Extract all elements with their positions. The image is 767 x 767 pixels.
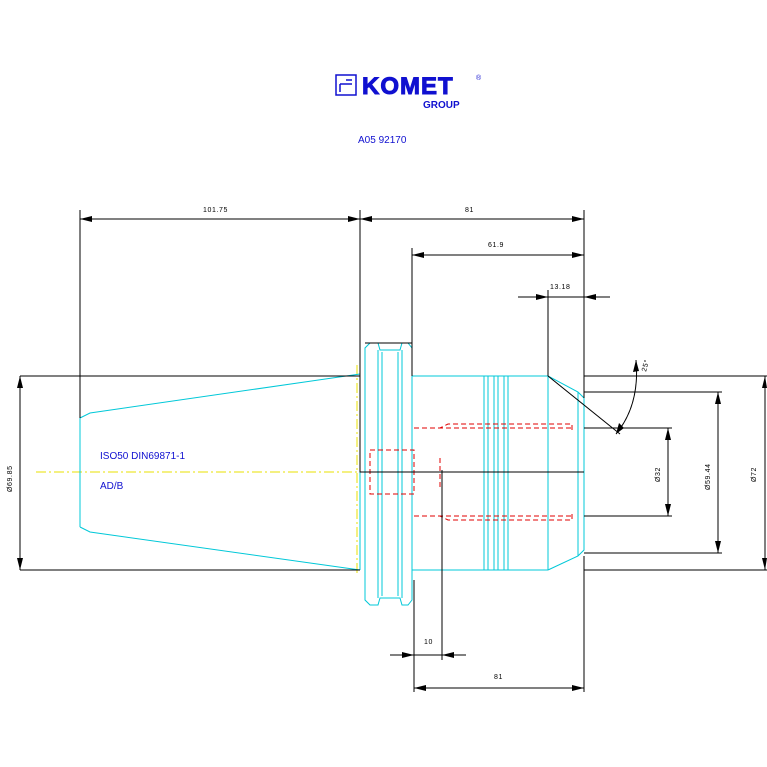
arrowheads [17, 216, 767, 691]
arrow [715, 541, 721, 553]
form-label: AD/B [100, 481, 124, 492]
arrow [412, 252, 424, 258]
arrow [17, 558, 23, 570]
arrow [665, 428, 671, 440]
bore-step-top [414, 423, 573, 432]
dim-taper-length: 101.75 [203, 207, 228, 214]
body-black-outline [20, 375, 584, 473]
taper-top [79, 373, 361, 419]
part-outline [79, 342, 585, 606]
komet-logo-icon [335, 74, 357, 96]
body-nose [547, 375, 585, 571]
arrow [414, 685, 426, 691]
dim-flange-diameter: Ø69.85 [7, 465, 14, 492]
arrow [633, 360, 639, 372]
arrow [442, 652, 454, 658]
arrow [762, 558, 767, 570]
arrow [584, 294, 596, 300]
dim-chamfer-angle: 25° [640, 358, 651, 372]
dim-total-length: 81 [465, 207, 474, 214]
dim-bore-depth: 61.9 [488, 242, 504, 249]
registered-mark: ® [476, 74, 482, 82]
bore-step-bottom [414, 512, 573, 521]
chamfer-angle-ref [547, 375, 621, 435]
arrow [572, 685, 584, 691]
dim-inner-diameter: Ø59.44 [705, 463, 712, 490]
arrow [17, 376, 23, 388]
arrow [572, 216, 584, 222]
arrow [665, 504, 671, 516]
dim-outer-diameter: Ø72 [751, 467, 758, 482]
brand-name: KOMET [362, 73, 454, 100]
dim-offset: 10 [424, 639, 433, 646]
arrow [360, 216, 372, 222]
arrow [80, 216, 92, 222]
komet-logo: KOMET ® GROUP [335, 73, 482, 111]
arrow [572, 252, 584, 258]
dim-bore-diameter: Ø32 [655, 467, 662, 482]
brand-sub: GROUP [423, 100, 460, 111]
arrow [536, 294, 548, 300]
flange-outline [364, 342, 413, 606]
dim-chamfer-length: 13.18 [550, 284, 571, 291]
dim-bottom-length: 81 [494, 674, 503, 681]
part-number: A05 92170 [358, 135, 407, 146]
arrow [715, 392, 721, 404]
arrow [348, 216, 360, 222]
arrow [616, 423, 624, 434]
standard-label: ISO50 DIN69871-1 [100, 451, 185, 462]
arrow [762, 376, 767, 388]
arrow [402, 652, 414, 658]
taper-bottom [79, 526, 361, 571]
